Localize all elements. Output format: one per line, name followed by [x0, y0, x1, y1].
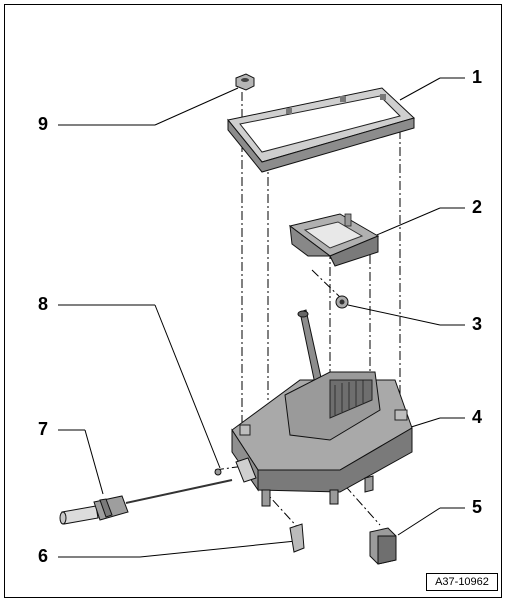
leader-5-diag: [397, 507, 441, 536]
leader-9-diag: [154, 87, 239, 126]
part-washer: [214, 468, 222, 476]
leader-6-diag: [139, 540, 297, 558]
leader-7-diag: [84, 429, 104, 495]
part-trim-frame: [227, 87, 415, 173]
callout-2: 2: [472, 197, 483, 217]
leader-3-diag: [347, 304, 441, 326]
callout-4: 4: [472, 407, 483, 427]
diagram-frame: [4, 4, 502, 598]
leader-1-diag: [399, 77, 441, 101]
callout-1: 1: [472, 67, 483, 87]
leader-4-diag: [407, 417, 441, 429]
part-bracket: [288, 213, 380, 267]
leader-2-diag: [364, 207, 441, 241]
part-selector-mechanism: [231, 309, 413, 507]
part-selector-cable: [59, 479, 233, 525]
figure-reference: A37-10962: [426, 573, 498, 591]
callout-7: 7: [38, 419, 49, 439]
callout-5: 5: [472, 497, 483, 517]
callout-6: 6: [38, 546, 49, 566]
part-connector: [369, 527, 397, 565]
callout-8: 8: [38, 294, 49, 314]
part-clip: [289, 523, 305, 553]
part-nut: [235, 73, 255, 91]
leader-lines: [58, 77, 465, 558]
callout-9: 9: [38, 114, 49, 134]
part-screw: [335, 295, 349, 309]
leader-8-diag: [154, 304, 221, 469]
callout-3: 3: [472, 314, 483, 334]
